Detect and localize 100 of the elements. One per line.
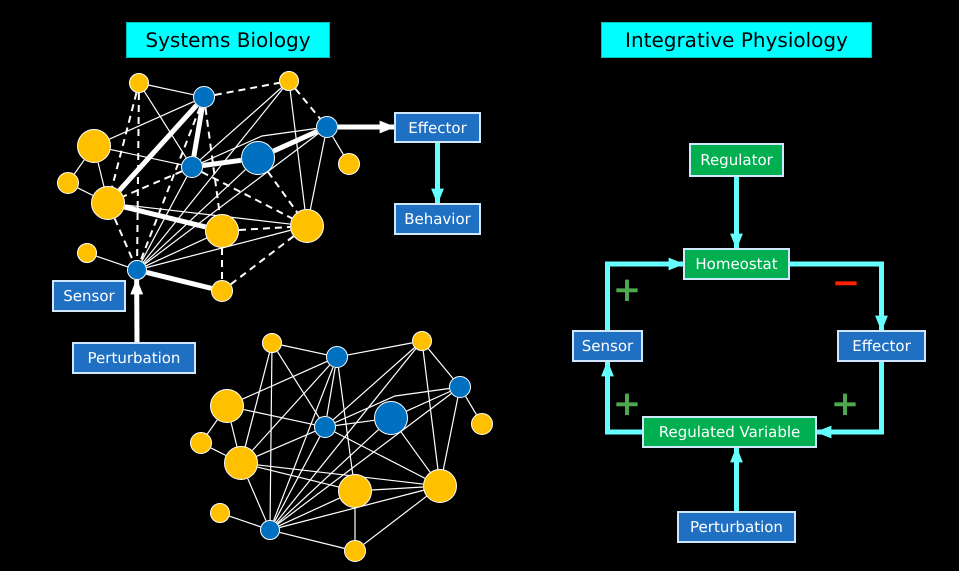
heading-box: Integrative Physiology xyxy=(601,22,872,58)
network-link xyxy=(442,398,458,470)
network-node xyxy=(412,331,432,351)
network-link xyxy=(334,431,426,479)
arrow xyxy=(431,143,444,205)
network-node xyxy=(181,156,203,178)
network-node xyxy=(211,280,233,302)
network-link xyxy=(348,342,412,356)
label-box: Effector xyxy=(394,112,481,143)
network-node xyxy=(290,209,324,243)
network-link xyxy=(294,88,321,120)
network-link xyxy=(144,133,319,264)
label-box: Sensor xyxy=(52,280,126,312)
network-link xyxy=(202,128,316,164)
network-link xyxy=(267,171,298,213)
network-link xyxy=(210,447,226,456)
network-link xyxy=(406,390,450,412)
network-node xyxy=(127,260,147,280)
network-link xyxy=(146,270,212,291)
network-link xyxy=(74,160,85,174)
network-link xyxy=(78,187,94,196)
network-node xyxy=(449,376,471,398)
network-node xyxy=(91,186,125,220)
network-node xyxy=(57,172,79,194)
network-link xyxy=(332,136,344,155)
network-node xyxy=(344,540,366,562)
network-link xyxy=(465,396,477,415)
heading-box: Systems Biology xyxy=(126,22,330,58)
network-link xyxy=(230,236,294,286)
network-link xyxy=(214,82,280,96)
network-link xyxy=(229,516,261,528)
network-link xyxy=(372,486,424,491)
label-box: Homeostat xyxy=(683,248,790,280)
network-link xyxy=(247,478,267,522)
network-link xyxy=(97,162,105,187)
edge-label: + xyxy=(830,387,860,421)
label-box: Regulator xyxy=(689,143,784,177)
network-link xyxy=(257,466,339,488)
arrow xyxy=(730,177,743,250)
network-link xyxy=(400,431,431,473)
network-link xyxy=(142,88,284,263)
network-node xyxy=(205,214,239,248)
network-link xyxy=(146,230,291,268)
arrow xyxy=(790,262,888,332)
network-link xyxy=(96,256,128,268)
network-node xyxy=(326,346,348,368)
network-link xyxy=(278,393,452,524)
network-link xyxy=(111,92,138,187)
network-link xyxy=(244,352,270,447)
network-node xyxy=(260,520,280,540)
network-link xyxy=(141,176,188,262)
network-link xyxy=(124,204,290,225)
network-link xyxy=(244,408,314,426)
network-node xyxy=(241,141,275,175)
network-node xyxy=(262,333,282,353)
network-link xyxy=(200,87,282,160)
network-link xyxy=(270,353,272,520)
edge-label: + xyxy=(612,387,642,421)
arrow xyxy=(601,360,642,434)
network-link xyxy=(114,218,134,262)
network-node xyxy=(77,243,97,263)
network-link xyxy=(109,100,194,140)
network-link xyxy=(148,84,194,96)
network-node xyxy=(129,73,149,93)
network-link xyxy=(278,498,340,526)
network-link xyxy=(206,420,218,434)
network-link xyxy=(256,430,316,457)
network-link xyxy=(276,429,379,524)
arrow xyxy=(338,120,396,134)
label-box: Effector xyxy=(837,330,926,362)
network-link xyxy=(221,248,223,280)
label-box: Regulated Variable xyxy=(642,416,817,448)
network-link xyxy=(332,347,415,420)
network-link xyxy=(282,344,326,356)
edge-label: − xyxy=(832,266,860,300)
network-link xyxy=(144,91,187,158)
network-link xyxy=(280,532,344,549)
network-link xyxy=(144,169,246,264)
network-node xyxy=(423,469,457,503)
network-link xyxy=(124,204,206,230)
network-link xyxy=(276,348,416,523)
network-node xyxy=(374,401,408,435)
network-link xyxy=(326,368,336,416)
edge-label: + xyxy=(612,273,642,307)
network-link xyxy=(140,106,201,262)
network-node xyxy=(314,416,336,438)
network-link xyxy=(310,138,326,210)
network-node xyxy=(316,116,338,138)
network-node xyxy=(190,432,212,454)
arrow xyxy=(130,278,144,342)
network-link xyxy=(272,129,318,154)
network-link xyxy=(290,90,306,210)
network-link xyxy=(274,436,320,522)
network-link xyxy=(146,238,207,266)
network-link xyxy=(110,148,182,166)
arrow xyxy=(605,258,685,330)
network-node xyxy=(279,71,299,91)
network-link xyxy=(118,103,198,192)
network-node xyxy=(193,86,215,108)
arrow xyxy=(730,446,743,511)
